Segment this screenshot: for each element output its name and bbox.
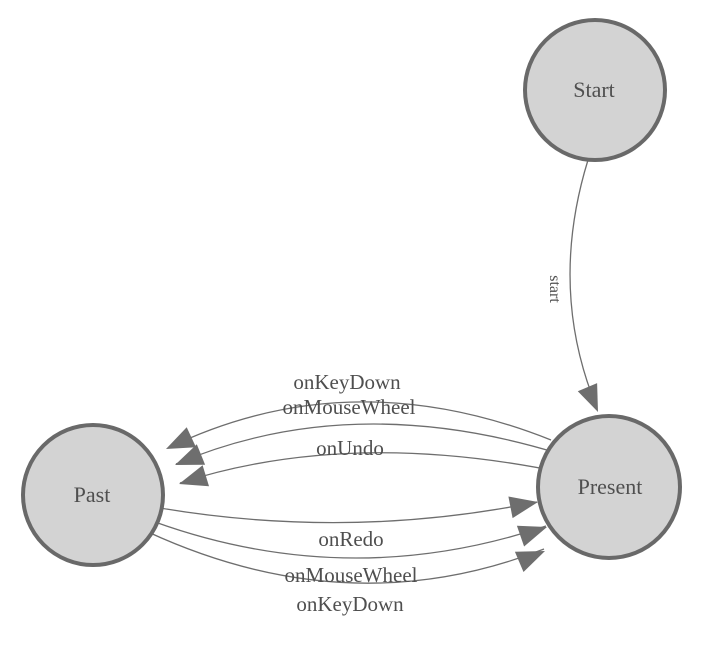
node-labels: Start Past Present [74,77,643,507]
node-start [523,18,667,162]
edge-label-onkeydown-lower: onKeyDown [296,592,404,616]
node-label-past: Past [74,482,111,507]
edge-label-start: start [546,275,563,303]
arrowhead-onmousewheel-into-present [516,525,547,547]
node-present [536,414,682,560]
edge-present-to-past-onundo [179,452,566,484]
edge-label-onmousewheel-lower: onMouseWheel [285,563,418,587]
arrowhead-onkeydown-into-past [166,427,196,449]
edge-label-onundo: onUndo [316,436,384,460]
edge-past-to-present-onkeydown [147,531,545,584]
arrowhead-start-to-present [577,383,598,412]
arrowheads [166,383,598,572]
edge-past-to-present-onredo [159,501,538,524]
edge-labels: start onKeyDown onMouseWheel onUndo onRe… [283,275,563,616]
nodes [21,18,682,567]
node-label-start: Start [573,77,615,102]
arrowhead-onredo-into-present [508,496,538,519]
edge-label-onredo: onRedo [318,527,383,551]
edge-label-onmousewheel-upper: onMouseWheel [283,395,416,419]
edge-label-onkeydown-upper: onKeyDown [293,370,401,394]
arrowhead-onmousewheel-into-past [175,444,206,465]
arrowhead-onundo-into-past [179,465,209,487]
node-past [21,423,165,567]
edge-lines [147,159,598,584]
node-label-present: Present [578,474,643,499]
edge-past-to-present-onmousewheel [154,521,547,559]
arrowhead-onkeydown-into-present [514,551,545,572]
edge-start-to-present [569,159,598,409]
edge-present-to-past-onkeydown [167,401,552,449]
edge-present-to-past-onmousewheel [175,423,558,465]
